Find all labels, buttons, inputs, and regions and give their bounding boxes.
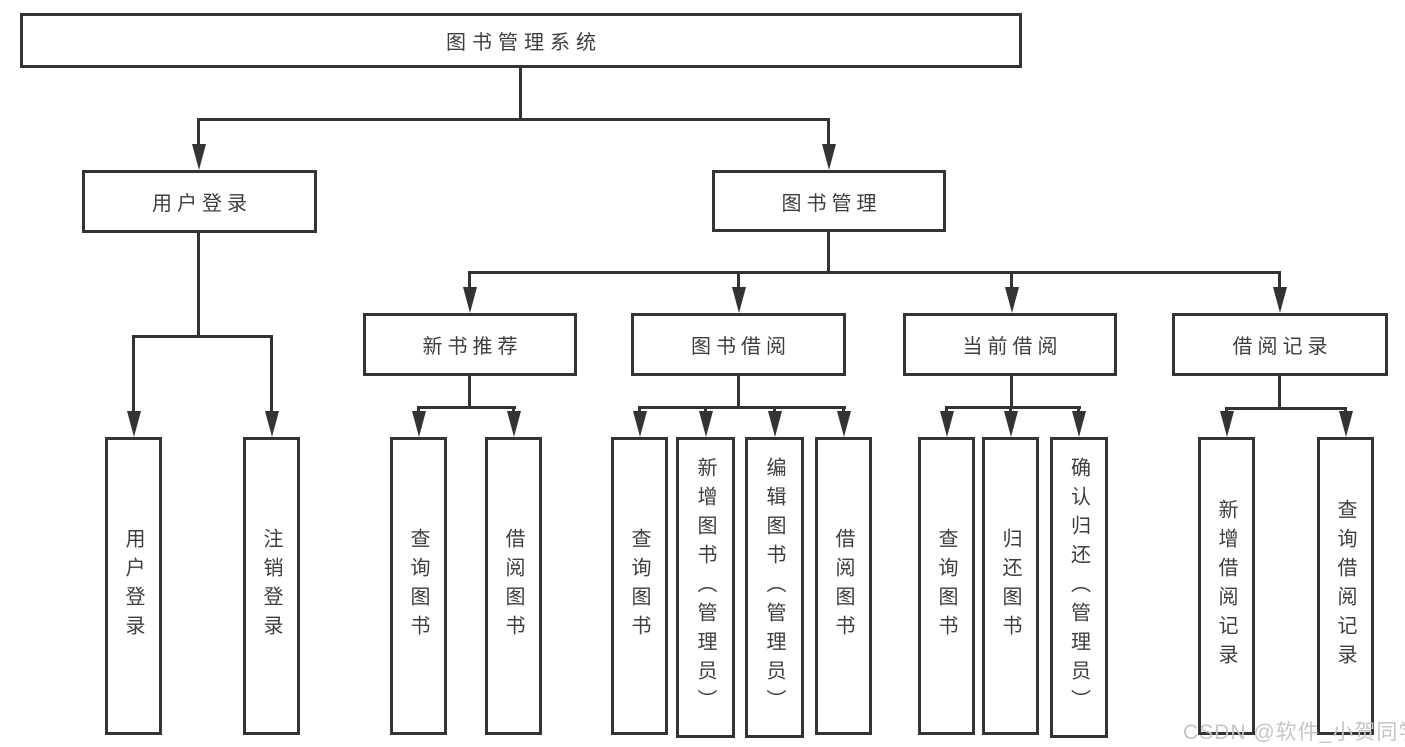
connector-line	[468, 376, 471, 409]
connector-line	[417, 406, 516, 409]
connector-line	[737, 376, 740, 409]
node-query-books-current: 查询图书	[918, 437, 975, 735]
node-return-books: 归还图书	[982, 437, 1039, 735]
connector-line	[197, 118, 830, 121]
connector-line	[519, 68, 522, 121]
arrowhead	[732, 287, 746, 313]
connector-line	[1278, 376, 1281, 410]
arrowhead	[1273, 287, 1287, 313]
connector-line	[827, 232, 830, 274]
watermark: CSDN @软件_小贺同学	[1183, 721, 1405, 744]
arrowhead	[699, 411, 713, 437]
connector-line	[945, 406, 1081, 409]
node-add-borrow-record: 新增借阅记录	[1198, 437, 1255, 735]
node-edit-books-admin: 编辑图书（管理员）	[745, 437, 804, 738]
arrowhead	[837, 411, 851, 437]
arrowhead	[412, 411, 426, 437]
arrowhead	[1072, 411, 1086, 437]
connector-line	[197, 118, 200, 150]
node-user-login: 用户登录	[82, 170, 317, 233]
node-borrow-books: 借阅图书	[815, 437, 872, 735]
node-query-books-borrowing: 查询图书	[611, 437, 668, 735]
node-confirm-return-admin: 确认归还（管理员）	[1050, 437, 1108, 738]
connector-line	[827, 118, 830, 150]
connector-line	[132, 335, 135, 415]
arrowhead	[463, 287, 477, 313]
arrowhead	[768, 411, 782, 437]
arrowhead	[127, 411, 141, 437]
connector-line	[197, 233, 200, 338]
node-query-books-recommend: 查询图书	[390, 437, 447, 735]
arrowhead	[1004, 411, 1018, 437]
node-logout: 注销登录	[243, 437, 300, 735]
arrowhead	[192, 144, 206, 170]
connector-line	[468, 271, 1281, 274]
arrowhead	[1005, 287, 1019, 313]
connector-line	[132, 335, 273, 338]
node-new-book-recommendation: 新书推荐	[363, 313, 577, 376]
node-add-books-admin: 新增图书（管理员）	[676, 437, 735, 738]
arrowhead	[822, 144, 836, 170]
connector-line	[1225, 407, 1347, 410]
node-library-management-system: 图书管理系统	[20, 13, 1022, 68]
connector-line	[737, 271, 740, 291]
arrowhead	[633, 411, 647, 437]
node-book-management: 图书管理	[712, 170, 946, 232]
arrowhead	[940, 411, 954, 437]
node-borrowing-records: 借阅记录	[1172, 313, 1388, 376]
node-book-borrowing: 图书借阅	[631, 313, 846, 376]
connector-line	[468, 271, 471, 291]
connector-line	[638, 406, 846, 409]
connector-line	[1010, 376, 1013, 409]
connector-line	[270, 335, 273, 415]
arrowhead	[507, 411, 521, 437]
node-current-borrowing: 当前借阅	[903, 313, 1117, 376]
arrowhead	[1339, 411, 1353, 437]
node-query-borrow-record: 查询借阅记录	[1317, 437, 1374, 735]
arrowhead	[265, 411, 279, 437]
arrowhead	[1220, 411, 1234, 437]
connector-line	[1278, 271, 1281, 291]
node-user-login-leaf: 用户登录	[105, 437, 162, 735]
node-borrow-books-recommend: 借阅图书	[485, 437, 542, 735]
connector-line	[1010, 271, 1013, 291]
